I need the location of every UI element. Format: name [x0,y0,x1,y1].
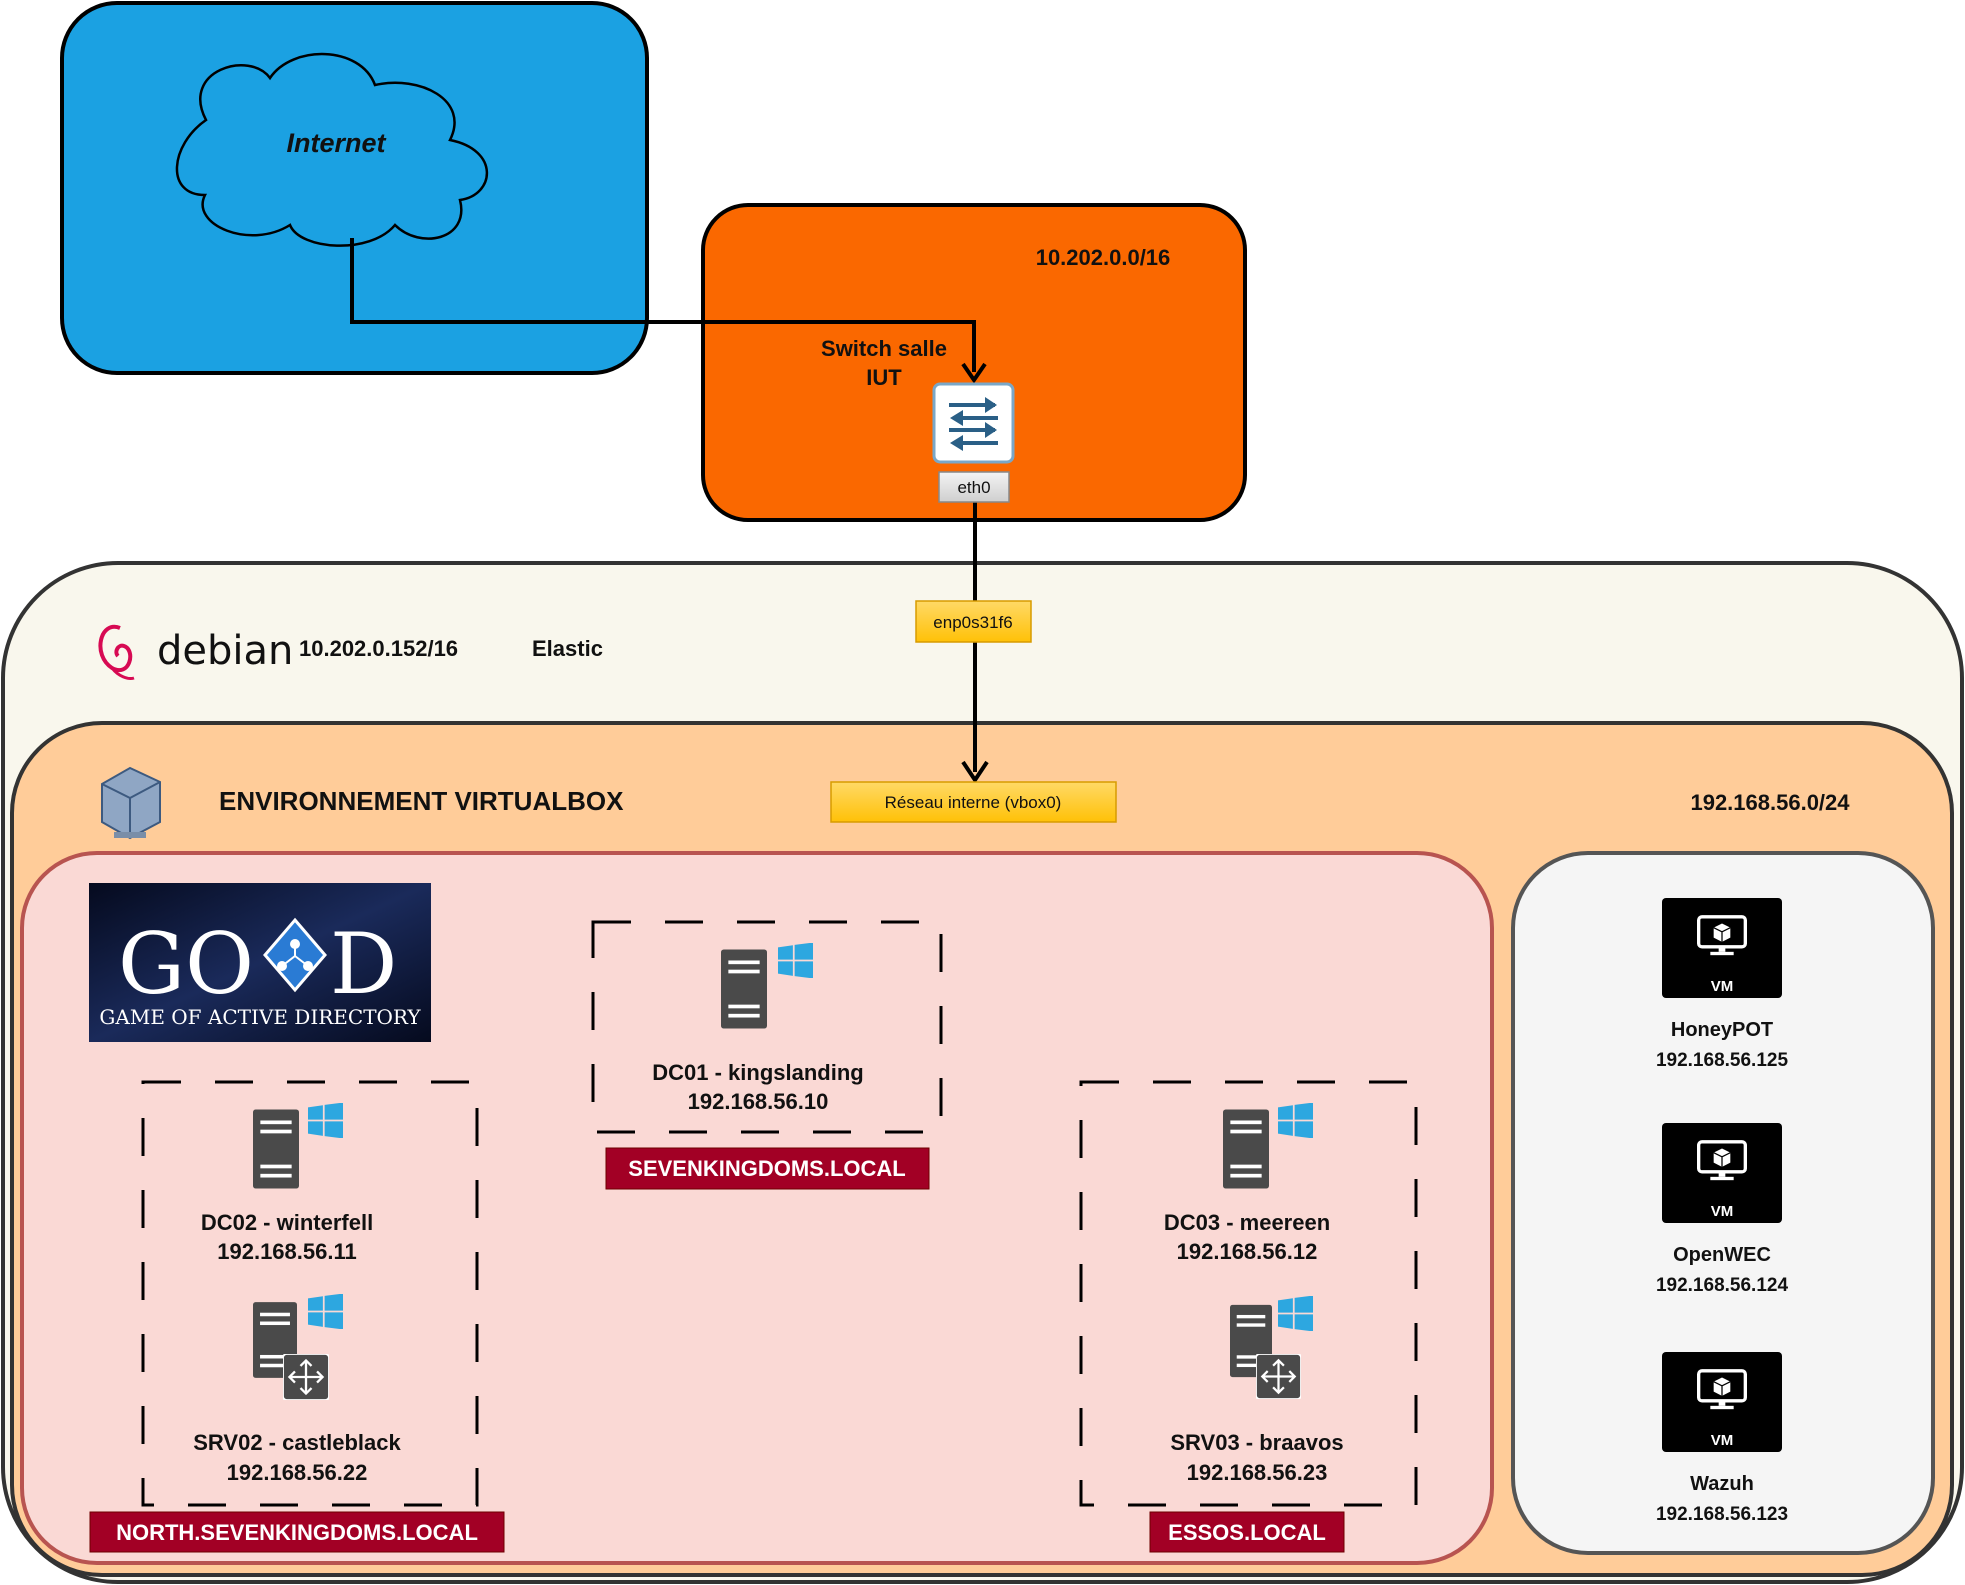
vm-wazuh[interactable]: VM [1662,1352,1782,1452]
srv03-name: SRV03 - braavos [1170,1430,1343,1455]
switch-label-line2: IUT [866,365,902,390]
vbox-network-label: Réseau interne (vbox0) [885,793,1062,812]
sevenkingdoms-domain-box [591,920,943,1134]
sevenkingdoms-tag [605,1147,930,1190]
dc01-server-icon[interactable] [721,949,767,1029]
vm-honeypot[interactable]: VM [1662,898,1782,998]
essos-tag-label: ESSOS.LOCAL [1168,1520,1326,1545]
vm-honeypot-badge: VM [1711,978,1734,995]
vbox-network-tag [830,781,1117,823]
host-interface-label: enp0s31f6 [933,613,1012,632]
srv02-ip: 192.168.56.22 [227,1460,368,1485]
srv02-router-icon [283,1354,329,1400]
vm-wazuh-ip: 192.168.56.123 [1656,1504,1788,1525]
vm-openwec-ip: 192.168.56.124 [1656,1275,1789,1296]
essos-tag [1149,1511,1345,1553]
north-tag [89,1511,505,1553]
switch-port-label: eth0 [957,478,990,497]
vbox-subnet: 192.168.56.0/24 [1690,790,1850,815]
host-name: Elastic [532,636,603,661]
switch-icon [932,382,1015,464]
switch-port-tag [938,471,1010,503]
essos-domain-box [1079,1080,1418,1507]
debian-swirl-icon [98,624,135,680]
dc03-name: DC03 - meereen [1164,1210,1330,1235]
dc01-ip: 192.168.56.10 [688,1089,829,1114]
internet-to-switch-arrowhead [961,362,987,384]
vm-wazuh-badge: VM [1711,1432,1734,1449]
srv03-router-icon [1256,1354,1301,1399]
dc01-name: DC01 - kingslanding [652,1060,863,1085]
dc02-server-icon[interactable] [253,1109,299,1189]
vm-honeypot-ip: 192.168.56.125 [1656,1050,1789,1071]
virtualbox-title: ENVIRONNEMENT VIRTUALBOX [219,786,624,816]
switch-label-line1: Switch salle [821,336,947,361]
internet-cloud-icon [175,52,489,247]
vm-openwec-name: OpenWEC [1673,1244,1771,1266]
srv03-ip: 192.168.56.23 [1187,1460,1328,1485]
goad-logo-left: GO [118,915,254,1013]
vm-openwec-badge: VM [1711,1203,1734,1220]
internet-label: Internet [286,128,386,158]
goad-logo-subtitle: GAME OF ACTIVE DIRECTORY [99,1005,421,1029]
vm-openwec[interactable]: VM [1662,1123,1782,1223]
host-ip: 10.202.0.152/16 [299,636,458,661]
host-to-vbox-arrowhead [961,760,989,784]
virtualbox-cube-icon [101,766,161,840]
goad-logo: GO D GAME OF ACTIVE DIRECTORY [89,883,431,1042]
switch-zone-subnet: 10.202.0.0/16 [1036,245,1171,270]
vm-honeypot-name: HoneyPOT [1671,1019,1773,1041]
north-tag-label: NORTH.SEVENKINGDOMS.LOCAL [116,1520,478,1545]
internet-to-switch-link [350,238,976,372]
sevenkingdoms-tag-label: SEVENKINGDOMS.LOCAL [628,1156,905,1181]
dc02-ip: 192.168.56.11 [217,1239,356,1264]
debian-logo-text: debian [157,628,293,674]
vm-wazuh-name: Wazuh [1690,1473,1754,1495]
dc03-server-icon[interactable] [1223,1109,1269,1189]
goad-logo-right: D [330,915,397,1013]
north-domain-box [141,1080,479,1507]
host-interface-tag [915,600,1032,643]
dc03-ip: 192.168.56.12 [1177,1239,1318,1264]
dc02-name: DC02 - winterfell [201,1210,373,1235]
srv02-name: SRV02 - castleblack [193,1430,401,1455]
